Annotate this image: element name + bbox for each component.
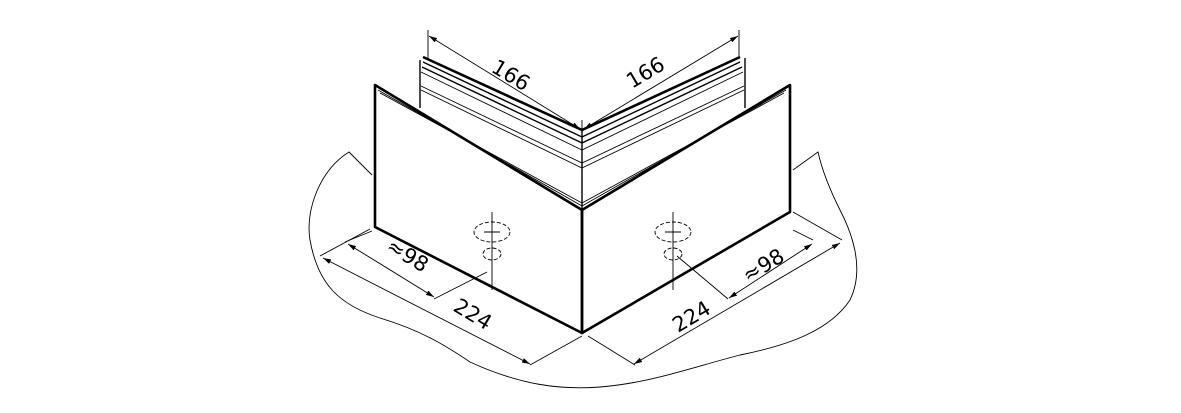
mounting-hole-right	[654, 212, 692, 290]
dim-label-hole-left: ≈98	[382, 234, 432, 277]
dim-label-base-right: 224	[668, 296, 715, 337]
glass-rail-profile	[419, 55, 746, 210]
dimension-base-left	[319, 228, 583, 366]
dimension-base-right	[587, 211, 843, 366]
mounting-hole-left	[473, 212, 511, 290]
glass-panel-right	[580, 83, 792, 335]
floor-break-outline	[308, 151, 858, 389]
dim-label-rail-right: 166	[622, 52, 669, 93]
dimension-rail-left	[427, 30, 583, 133]
dim-label-hole-right: ≈98	[738, 244, 788, 287]
dim-label-base-left: 224	[449, 294, 496, 335]
dimension-rail-right	[583, 30, 740, 130]
